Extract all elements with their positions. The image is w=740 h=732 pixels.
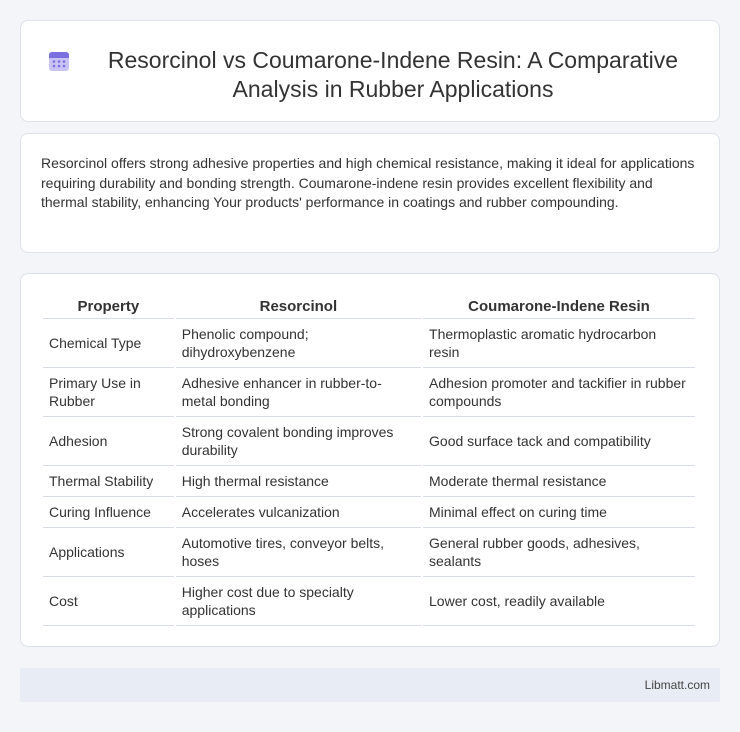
row-resorcinol: High thermal resistance bbox=[175, 466, 422, 497]
row-resorcinol: Automotive tires, conveyor belts, hoses bbox=[175, 528, 422, 577]
summary-card: Resorcinol offers strong adhesive proper… bbox=[20, 133, 720, 253]
row-resorcinol: Higher cost due to specialty application… bbox=[175, 577, 422, 626]
table-row: Applications Automotive tires, conveyor … bbox=[43, 528, 695, 577]
table-row: Chemical Type Phenolic compound; dihydro… bbox=[43, 319, 695, 368]
row-resorcinol: Adhesive enhancer in rubber-to-metal bon… bbox=[175, 368, 422, 417]
summary-text: Resorcinol offers strong adhesive proper… bbox=[41, 155, 695, 210]
title-wrap: Resorcinol vs Coumarone-Indene Resin: A … bbox=[21, 21, 719, 104]
footer-site-link[interactable]: Libmatt.com bbox=[644, 678, 710, 692]
title-card: Resorcinol vs Coumarone-Indene Resin: A … bbox=[20, 20, 720, 122]
row-coumarone-indene: General rubber goods, adhesives, sealant… bbox=[423, 528, 695, 577]
row-coumarone-indene: Minimal effect on curing time bbox=[423, 497, 695, 528]
row-coumarone-indene: Moderate thermal resistance bbox=[423, 466, 695, 497]
row-property: Chemical Type bbox=[43, 319, 174, 368]
table-row: Curing Influence Accelerates vulcanizati… bbox=[43, 497, 695, 528]
row-property: Curing Influence bbox=[43, 497, 174, 528]
row-coumarone-indene: Lower cost, readily available bbox=[423, 577, 695, 626]
row-property: Thermal Stability bbox=[43, 466, 174, 497]
table-row: Cost Higher cost due to specialty applic… bbox=[43, 577, 695, 626]
row-property: Primary Use in Rubber bbox=[43, 368, 174, 417]
footer: Libmatt.com bbox=[20, 668, 720, 702]
page-title: Resorcinol vs Coumarone-Indene Resin: A … bbox=[107, 47, 679, 102]
row-property: Cost bbox=[43, 577, 174, 626]
header-resorcinol: Resorcinol bbox=[175, 296, 422, 319]
table-row: Thermal Stability High thermal resistanc… bbox=[43, 466, 695, 497]
calendar-icon bbox=[49, 52, 69, 71]
header-property: Property bbox=[43, 296, 174, 319]
table-row: Adhesion Strong covalent bonding improve… bbox=[43, 417, 695, 466]
table-row: Primary Use in Rubber Adhesive enhancer … bbox=[43, 368, 695, 417]
row-resorcinol: Phenolic compound; dihydroxybenzene bbox=[175, 319, 422, 368]
row-coumarone-indene: Good surface tack and compatibility bbox=[423, 417, 695, 466]
comparison-table-card: Property Resorcinol Coumarone-Indene Res… bbox=[20, 273, 720, 647]
row-property: Applications bbox=[43, 528, 174, 577]
table-header-row: Property Resorcinol Coumarone-Indene Res… bbox=[43, 296, 695, 319]
row-coumarone-indene: Thermoplastic aromatic hydrocarbon resin bbox=[423, 319, 695, 368]
row-property: Adhesion bbox=[43, 417, 174, 466]
comparison-table: Property Resorcinol Coumarone-Indene Res… bbox=[41, 296, 697, 626]
row-resorcinol: Strong covalent bonding improves durabil… bbox=[175, 417, 422, 466]
header-coumarone-indene: Coumarone-Indene Resin bbox=[423, 296, 695, 319]
row-resorcinol: Accelerates vulcanization bbox=[175, 497, 422, 528]
row-coumarone-indene: Adhesion promoter and tackifier in rubbe… bbox=[423, 368, 695, 417]
